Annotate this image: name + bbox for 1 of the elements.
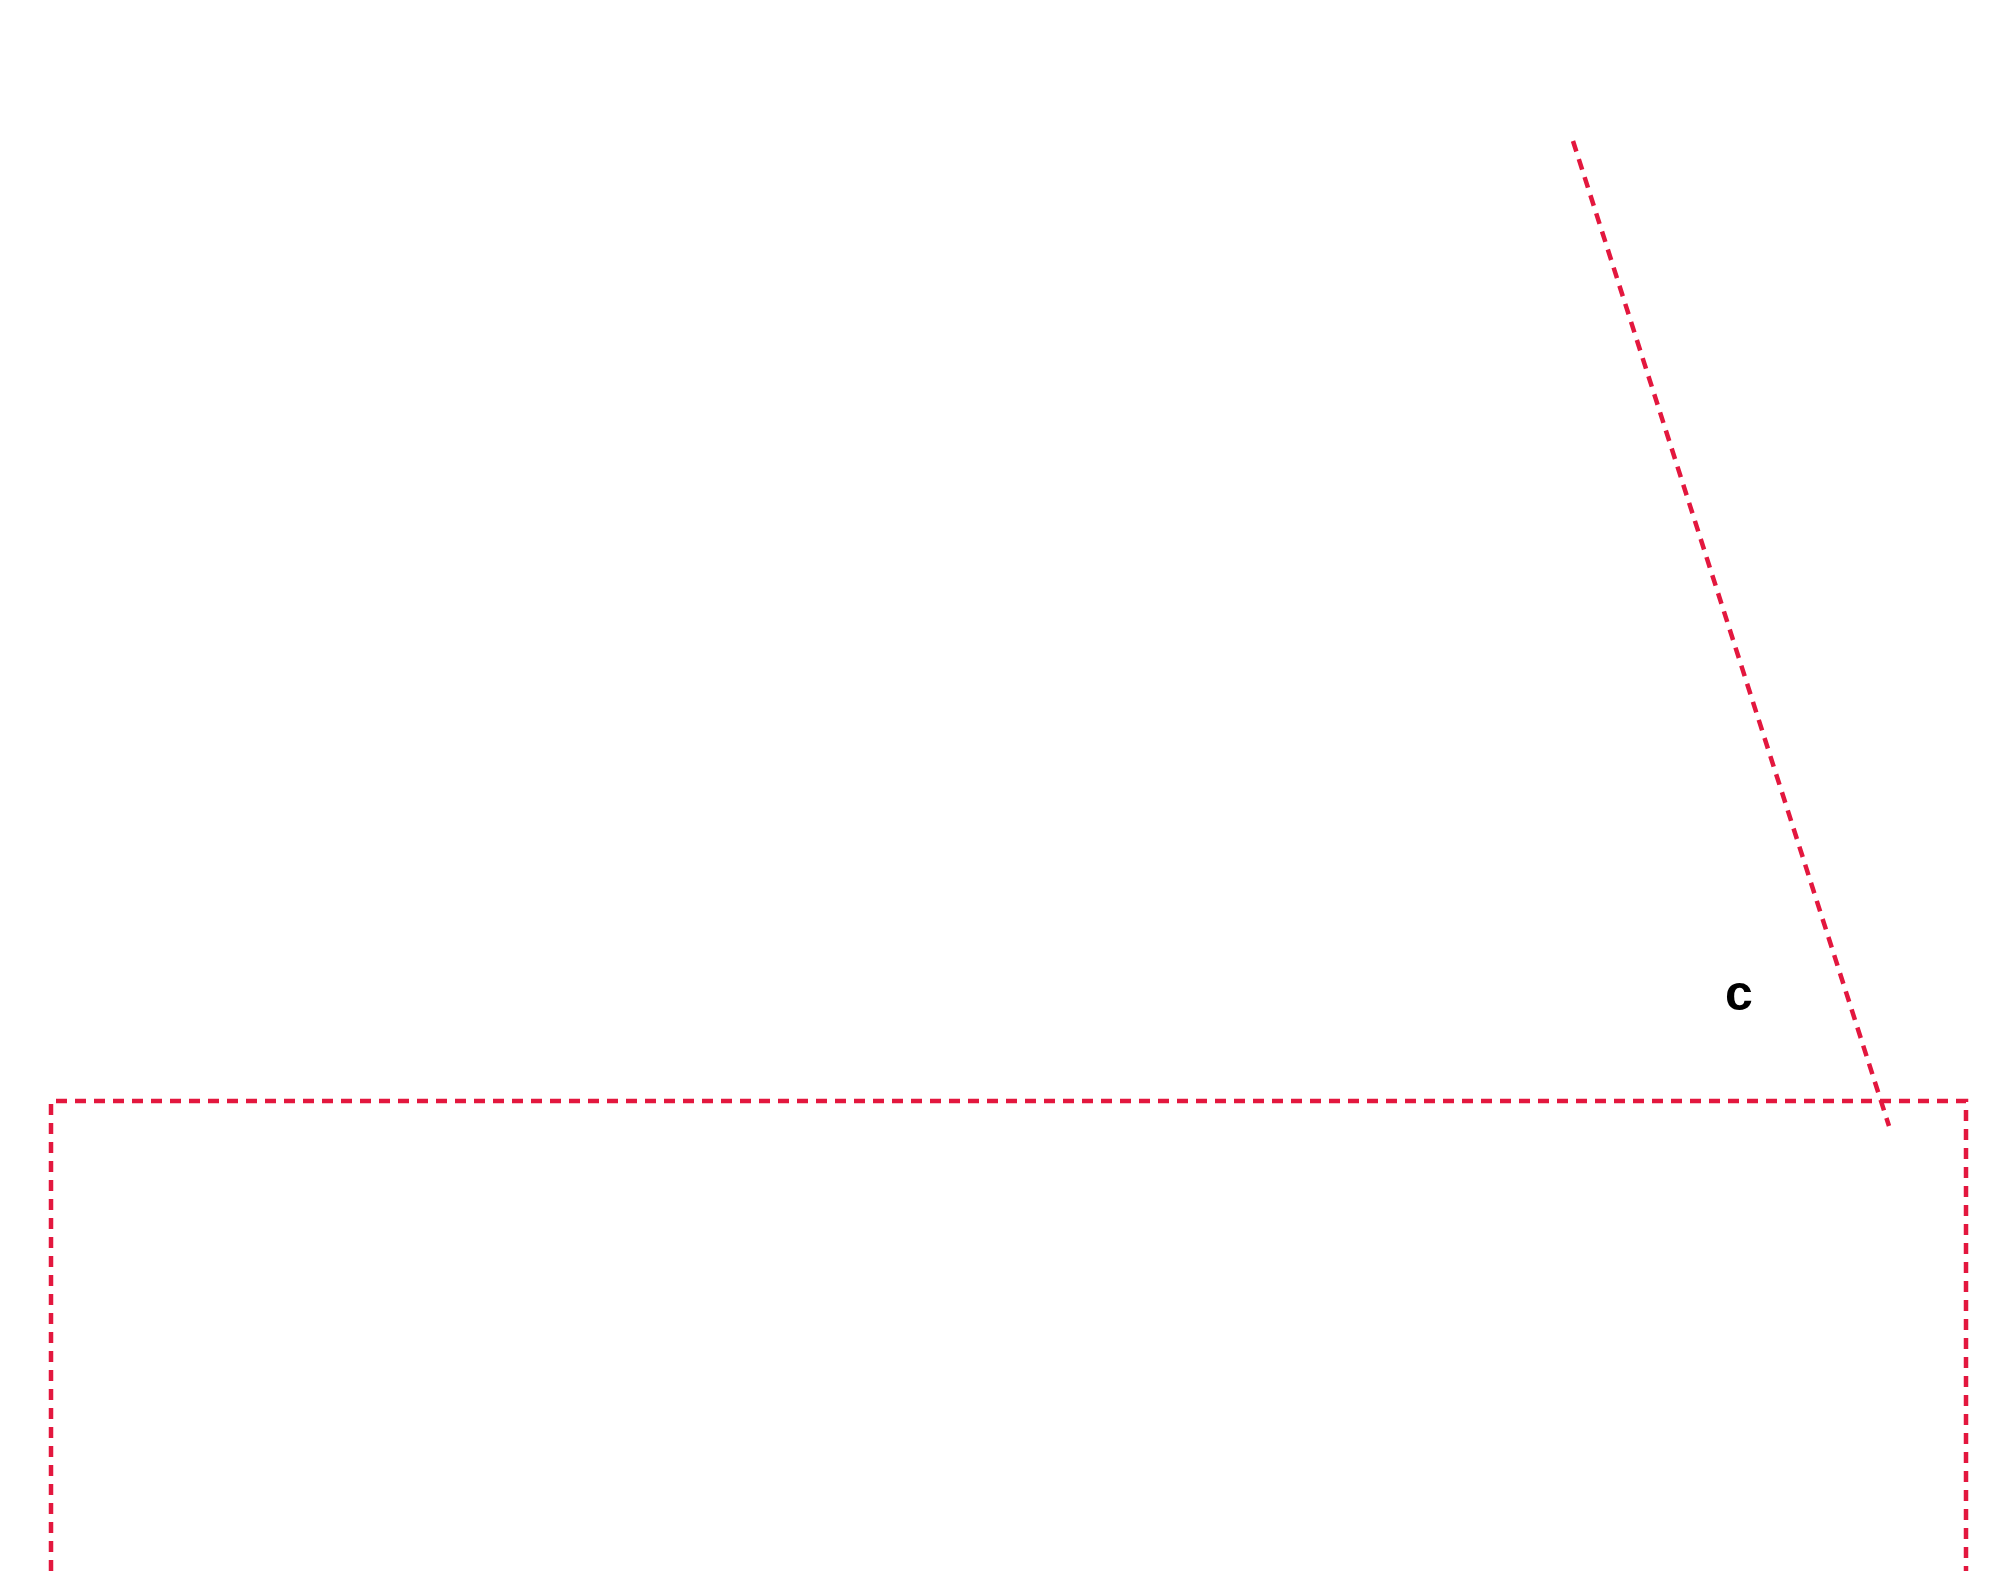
panel-letter: c [1725,968,1753,1018]
